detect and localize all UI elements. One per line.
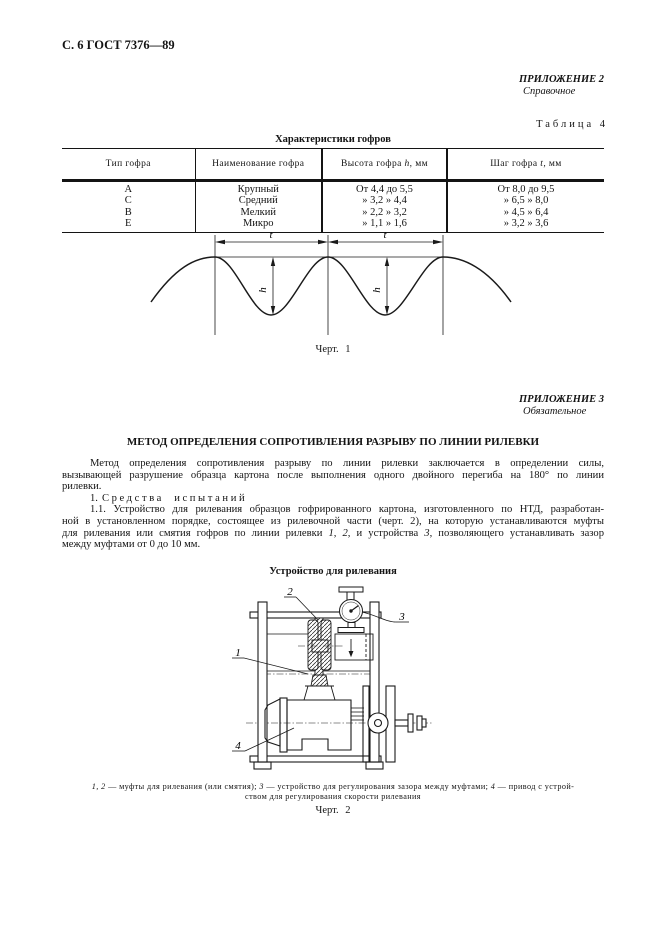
paragraph-line: вызывающей разрушение образца картона по… [62, 469, 604, 481]
figure-label-2: 2 [287, 586, 293, 598]
cell-type: В [62, 206, 196, 219]
paragraph-line: рилевки. [62, 481, 102, 493]
appendix-3-subtitle: Обязательное [523, 405, 587, 417]
center-lines [246, 673, 432, 724]
caption-line-1: 1, 2 — муфты для рилевания (или смятия);… [91, 782, 575, 791]
device-figure-title: Устройство для рилевания [269, 566, 397, 577]
paragraph-line: между муфтами от 0 до 10 мм. [62, 539, 201, 551]
paragraph-line: 1.1. Устройство для рилевания образцов г… [90, 504, 604, 516]
method-heading: МЕТОД ОПРЕДЕЛЕНИЯ СОПРОТИВЛЕНИЯ РАЗРЫВУ … [126, 436, 540, 448]
cell-pitch: » 4,5 » 6,4 [503, 206, 549, 218]
cell-name: Средний [195, 195, 323, 207]
figure-2-label: Черт. 2 [315, 805, 351, 816]
cell-type: А [62, 180, 196, 196]
page-header: С. 6 ГОСТ 7376—89 [62, 38, 175, 52]
figure-2-caption: 1, 2 — муфты для рилевания (или смятия);… [62, 782, 604, 801]
caption-line-2: ством для регулирования скорости рилеван… [245, 791, 421, 801]
col-header-pitch: Шаг гофра t, мм [447, 148, 604, 182]
appendix-2-subtitle: Справочное [523, 85, 576, 97]
flywheel-shaft [367, 685, 427, 763]
paragraph-line: для рилевания или смятия гофров по линии… [62, 527, 604, 539]
col-header-name: Наименование гофра [195, 148, 323, 182]
paragraph-line: ной в установленном порядке, состоящее и… [62, 515, 604, 527]
figure-label-3: 3 [398, 611, 405, 623]
table-row: В Мелкий » 2,2 » 3,2 » 4,5 » 6,4 [62, 206, 604, 219]
method-body-text: Метод определения сопротивления разрыву … [62, 458, 604, 551]
dim-t-label-2: t [383, 229, 387, 241]
table-row: С Средний » 3,2 » 4,4 » 6,5 » 8,0 [62, 195, 604, 207]
table-row: А Крупный От 4,4 до 5,5 От 8,0 до 9,5 [62, 180, 604, 196]
cell-height: » 3,2 » 4,4 [322, 195, 448, 207]
cell-pitch: » 6,5 » 8,0 [503, 195, 549, 207]
table-4-title: Характеристики гофров [275, 134, 391, 145]
section-1-heading: 1.Средства испытаний [90, 492, 248, 504]
appendix-3-block: ПРИЛОЖЕНИЕ 3 Обязательное [519, 394, 604, 417]
cell-type: Е [62, 218, 196, 233]
appendix-3-title: ПРИЛОЖЕНИЕ 3 [519, 394, 604, 405]
figure-label-1: 1 [235, 647, 241, 659]
callouts [232, 596, 409, 752]
cell-name: Крупный [195, 180, 323, 196]
dim-h-label-2: h [371, 287, 383, 293]
cell-pitch: » 3,2 » 3,6 [503, 218, 549, 230]
device-figure: 2 3 1 4 [232, 586, 432, 770]
appendix-2-title: ПРИЛОЖЕНИЕ 2 [519, 74, 604, 85]
table-4-label: Таблица 4 [536, 119, 608, 130]
cell-name: Микро [195, 218, 323, 233]
col-header-height: Высота гофра h, мм [322, 148, 448, 182]
cell-name: Мелкий [195, 206, 323, 219]
paragraph-line: Метод определения сопротивления разрыву … [90, 458, 604, 469]
creasing-couplings [298, 617, 343, 701]
cell-pitch: От 8,0 до 9,5 [497, 184, 555, 195]
col-header-type: Тип гофра [62, 148, 196, 182]
appendix-2-block: ПРИЛОЖЕНИЕ 2 Справочное [519, 74, 604, 97]
figure-label-4: 4 [235, 740, 241, 752]
corrugation-table: Тип гофра Наименование гофра Высота гофр… [62, 148, 604, 233]
dial-gauge [337, 586, 365, 633]
wave-curve [150, 256, 512, 316]
cell-height: От 4,4 до 5,5 [322, 180, 448, 196]
corrugation-wave-figure: t t h h [150, 229, 512, 335]
cell-height: » 1,1 » 1,6 [322, 218, 448, 233]
motor-drive [264, 685, 370, 763]
figure-1-caption: Черт. 1 [315, 344, 351, 355]
table-row: Е Микро » 1,1 » 1,6 » 3,2 » 3,6 [62, 218, 604, 233]
table-header-row: Тип гофра Наименование гофра Высота гофр… [62, 148, 604, 182]
cell-type: С [62, 195, 196, 207]
gap-adjuster [334, 633, 374, 661]
dim-h-label-1: h [257, 287, 269, 293]
cell-height: » 2,2 » 3,2 [322, 206, 448, 219]
dimension-arrowheads [215, 239, 443, 315]
dim-t-label-1: t [269, 229, 273, 241]
